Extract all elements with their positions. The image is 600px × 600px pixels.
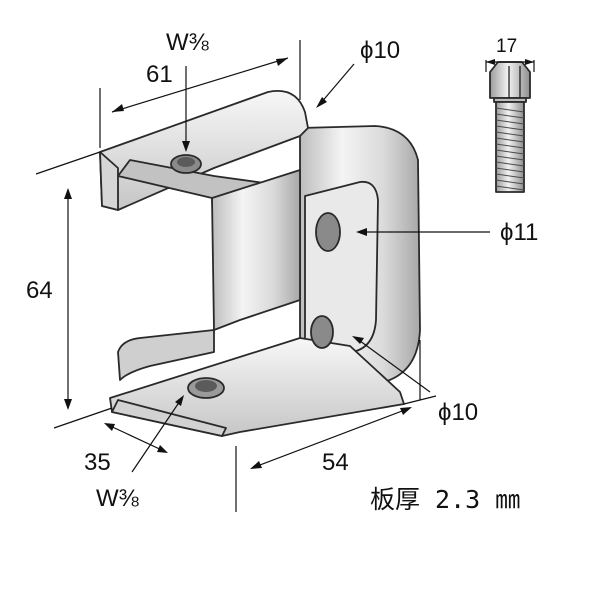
phi11-label: ϕ11	[500, 219, 538, 246]
w38-top-label: W⅜	[166, 29, 210, 56]
phi10-bottom-label: ϕ10	[438, 399, 478, 426]
c-channel-beam-clamp-icon	[99, 90, 421, 437]
phi10-top-label: ϕ10	[360, 37, 400, 64]
w38-bottom-label: W⅜	[96, 485, 140, 512]
dimension-lines	[35, 40, 535, 512]
thickness-note: 板厚 2.3 ㎜	[370, 485, 520, 514]
height-label: 64	[26, 277, 53, 304]
top-width-label: 61	[146, 61, 173, 88]
bottom-width-label: 54	[322, 449, 349, 476]
bolt-width-label: 17	[496, 36, 517, 57]
depth-label: 35	[84, 449, 111, 476]
hex-bolt-icon	[489, 61, 531, 193]
